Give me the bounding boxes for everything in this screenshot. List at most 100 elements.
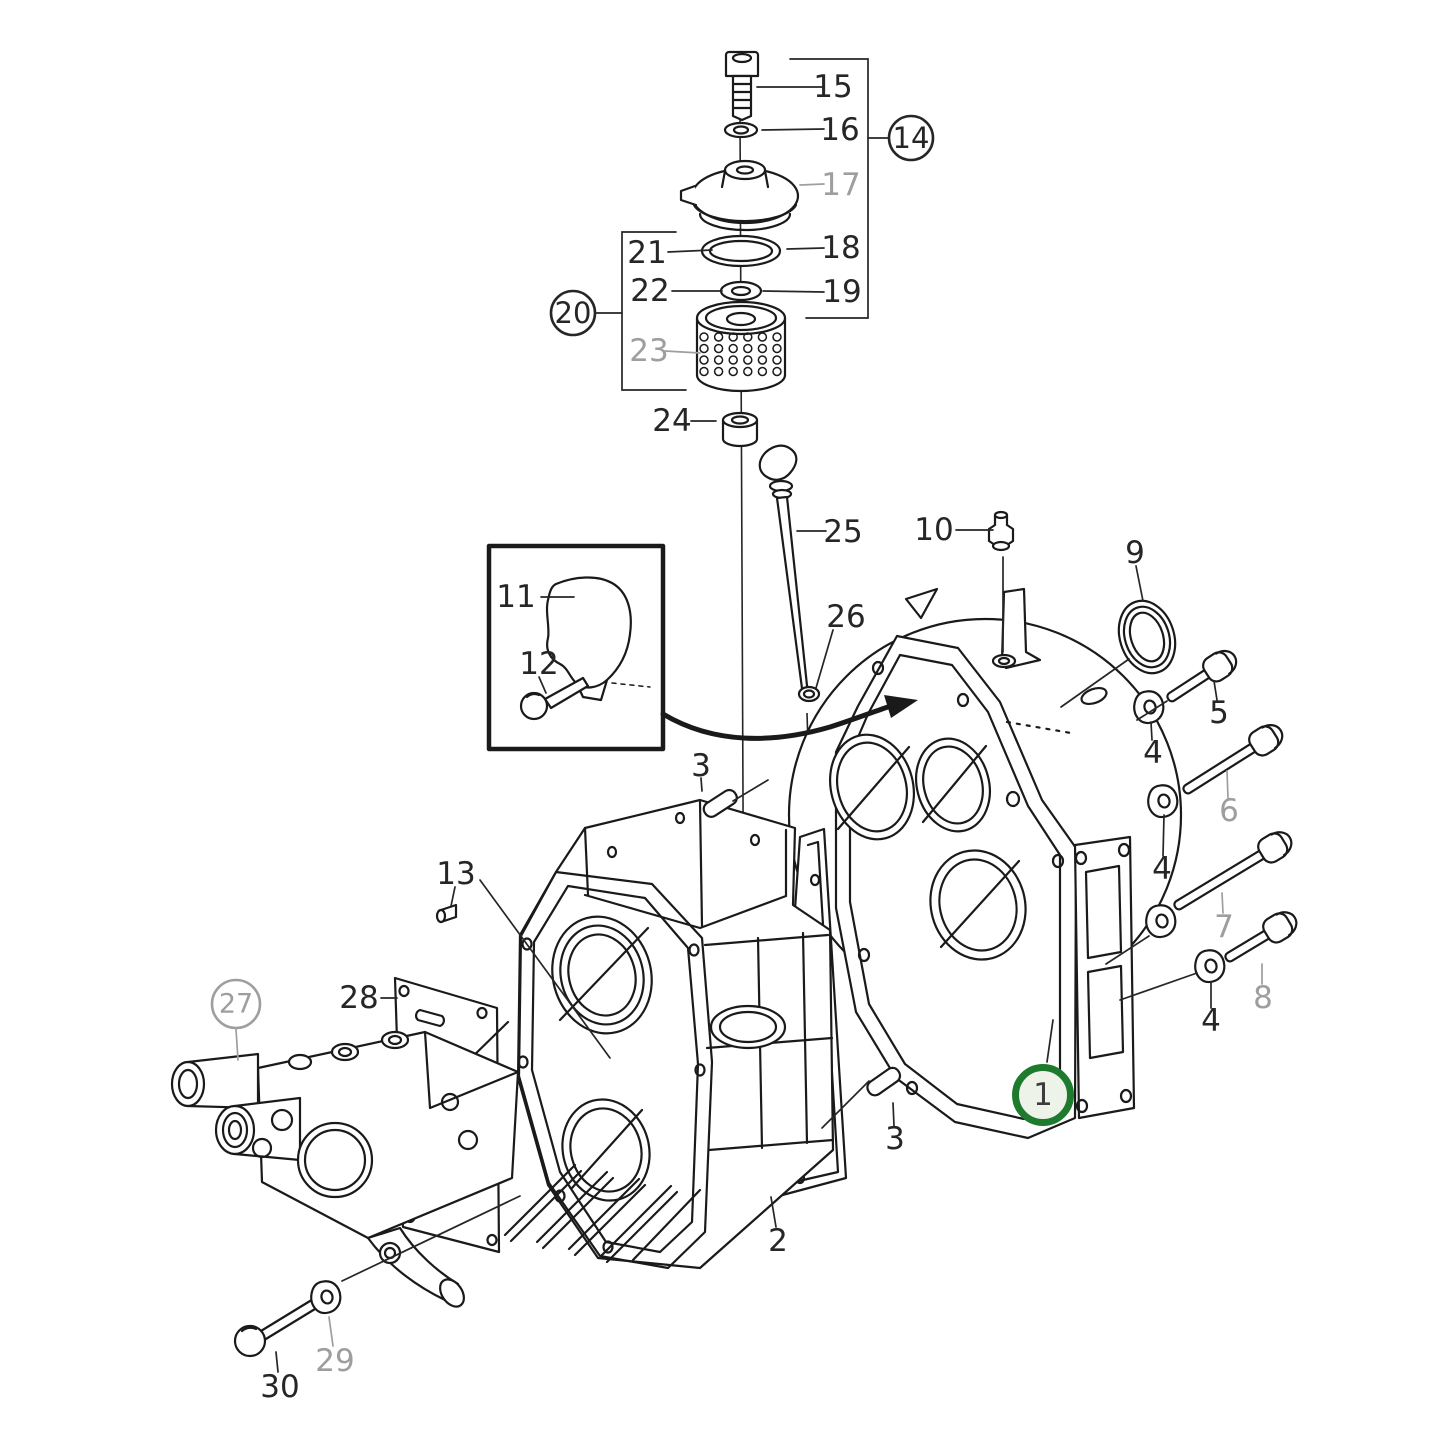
- callout-6[interactable]: 6: [1219, 793, 1239, 829]
- callout-label: 24: [652, 403, 691, 439]
- filter-perforation: [699, 355, 709, 365]
- callout-9[interactable]: 9: [1125, 535, 1145, 571]
- callout-label: 23: [629, 333, 668, 369]
- filter-perforation: [743, 366, 753, 377]
- callout-24[interactable]: 24: [652, 403, 691, 439]
- callout-10[interactable]: 10: [914, 512, 953, 548]
- callout-label: 11: [496, 579, 535, 615]
- callout-label: 30: [260, 1369, 299, 1405]
- dowel-pin-lower: [866, 1066, 902, 1097]
- callout-30[interactable]: 30: [260, 1369, 299, 1405]
- callout-4a[interactable]: 4: [1143, 735, 1163, 771]
- callout-21[interactable]: 21: [627, 235, 666, 271]
- filter-perforation: [699, 332, 709, 342]
- filter-perforation: [772, 332, 782, 342]
- lock-washer-29-art: [310, 1280, 342, 1315]
- callout-label: 9: [1125, 535, 1145, 571]
- filter-perforation: [728, 332, 738, 342]
- callout-8[interactable]: 8: [1253, 980, 1273, 1016]
- callout-15[interactable]: 15: [813, 69, 852, 105]
- bushing-24-art: [721, 411, 759, 448]
- callout-26[interactable]: 26: [826, 599, 865, 635]
- housing-triangle-hole: [904, 587, 939, 620]
- callout-ring: [549, 289, 597, 337]
- filter-perforation: [699, 343, 709, 354]
- leader-17: [799, 183, 825, 186]
- leader-4d: [1119, 972, 1198, 1001]
- callout-23[interactable]: 23: [629, 333, 668, 369]
- callout-22[interactable]: 22: [630, 273, 669, 309]
- callout-label: 28: [339, 980, 378, 1016]
- filter-perforation: [772, 366, 782, 377]
- leader-30: [341, 1195, 521, 1282]
- callout-14[interactable]: 14: [887, 114, 935, 162]
- callout-13[interactable]: 13: [436, 856, 475, 892]
- callout-12[interactable]: 12: [519, 646, 558, 682]
- callout-ring: [210, 978, 262, 1030]
- callout-label: 4: [1152, 851, 1172, 887]
- filter-perforation: [713, 343, 724, 354]
- callout-4d[interactable]: 4: [1201, 1003, 1221, 1039]
- callout-11[interactable]: 11: [496, 579, 535, 615]
- filter-perforation: [713, 332, 724, 342]
- lock-washer-4b-art: [1147, 784, 1179, 819]
- dipstick-25-art: [758, 444, 810, 698]
- callout-5[interactable]: 5: [1209, 695, 1229, 731]
- callout-4b[interactable]: 4: [1152, 851, 1172, 887]
- callout-label: 17: [821, 167, 860, 203]
- filter-perforation: [757, 355, 768, 365]
- callout-ring: [887, 114, 935, 162]
- callout-3a[interactable]: 3: [691, 748, 711, 784]
- callout-label: 1: [1033, 1077, 1053, 1113]
- leader-7: [1221, 892, 1224, 914]
- callout-label: 13: [436, 856, 475, 892]
- callout-1[interactable]: 1: [1012, 1064, 1074, 1126]
- leader-16: [761, 128, 825, 131]
- filter-stack-art: [679, 50, 800, 448]
- callout-2[interactable]: 2: [768, 1223, 788, 1259]
- flange-bolt-8-art: [1224, 911, 1298, 963]
- callout-18[interactable]: 18: [821, 230, 860, 266]
- filter-element-23-art: [695, 300, 787, 393]
- callout-17[interactable]: 17: [821, 167, 860, 203]
- middle-housing-art: [503, 798, 835, 1270]
- callout-3b[interactable]: 3: [885, 1121, 905, 1157]
- callout-7[interactable]: 7: [1214, 909, 1234, 945]
- callout-19[interactable]: 19: [822, 274, 861, 310]
- filter-perforation: [772, 355, 782, 365]
- flange-bolt-6-art: [1182, 724, 1284, 795]
- callout-25[interactable]: 25: [823, 514, 862, 550]
- callout-label: 4: [1143, 735, 1163, 771]
- leader-13: [479, 879, 611, 1059]
- bolt-15-art: [724, 50, 760, 122]
- lock-washer-4c-art: [1145, 904, 1177, 939]
- callout-label: 18: [821, 230, 860, 266]
- selected-callout-ring: [1012, 1064, 1074, 1126]
- leader-30: [275, 1351, 279, 1373]
- callout-27[interactable]: 27: [210, 978, 262, 1030]
- flange-bolt-5-art: [1166, 649, 1238, 703]
- callout-20[interactable]: 20: [549, 289, 597, 337]
- arrowhead: [884, 695, 918, 718]
- callout-16[interactable]: 16: [820, 112, 859, 148]
- dowel-pin-upper: [702, 788, 738, 818]
- oring-18-art: [700, 234, 782, 268]
- washer-16-art: [723, 121, 759, 139]
- callout-label: 21: [627, 235, 666, 271]
- valve-assembly-art: [170, 1030, 520, 1308]
- callout-label: 15: [813, 69, 852, 105]
- callout-label: 2: [768, 1223, 788, 1259]
- leader-9: [1060, 658, 1130, 708]
- filter-perforation: [728, 355, 738, 365]
- leader-3a: [700, 777, 703, 792]
- callout-29[interactable]: 29: [315, 1343, 354, 1379]
- callout-28[interactable]: 28: [339, 980, 378, 1016]
- callout-label: 26: [826, 599, 865, 635]
- leader-27: [235, 1028, 239, 1061]
- callout-label: 20: [555, 296, 592, 330]
- filter-perforation: [743, 355, 753, 365]
- rear-housing-art: [787, 587, 1183, 1140]
- leader-1: [1046, 1019, 1054, 1063]
